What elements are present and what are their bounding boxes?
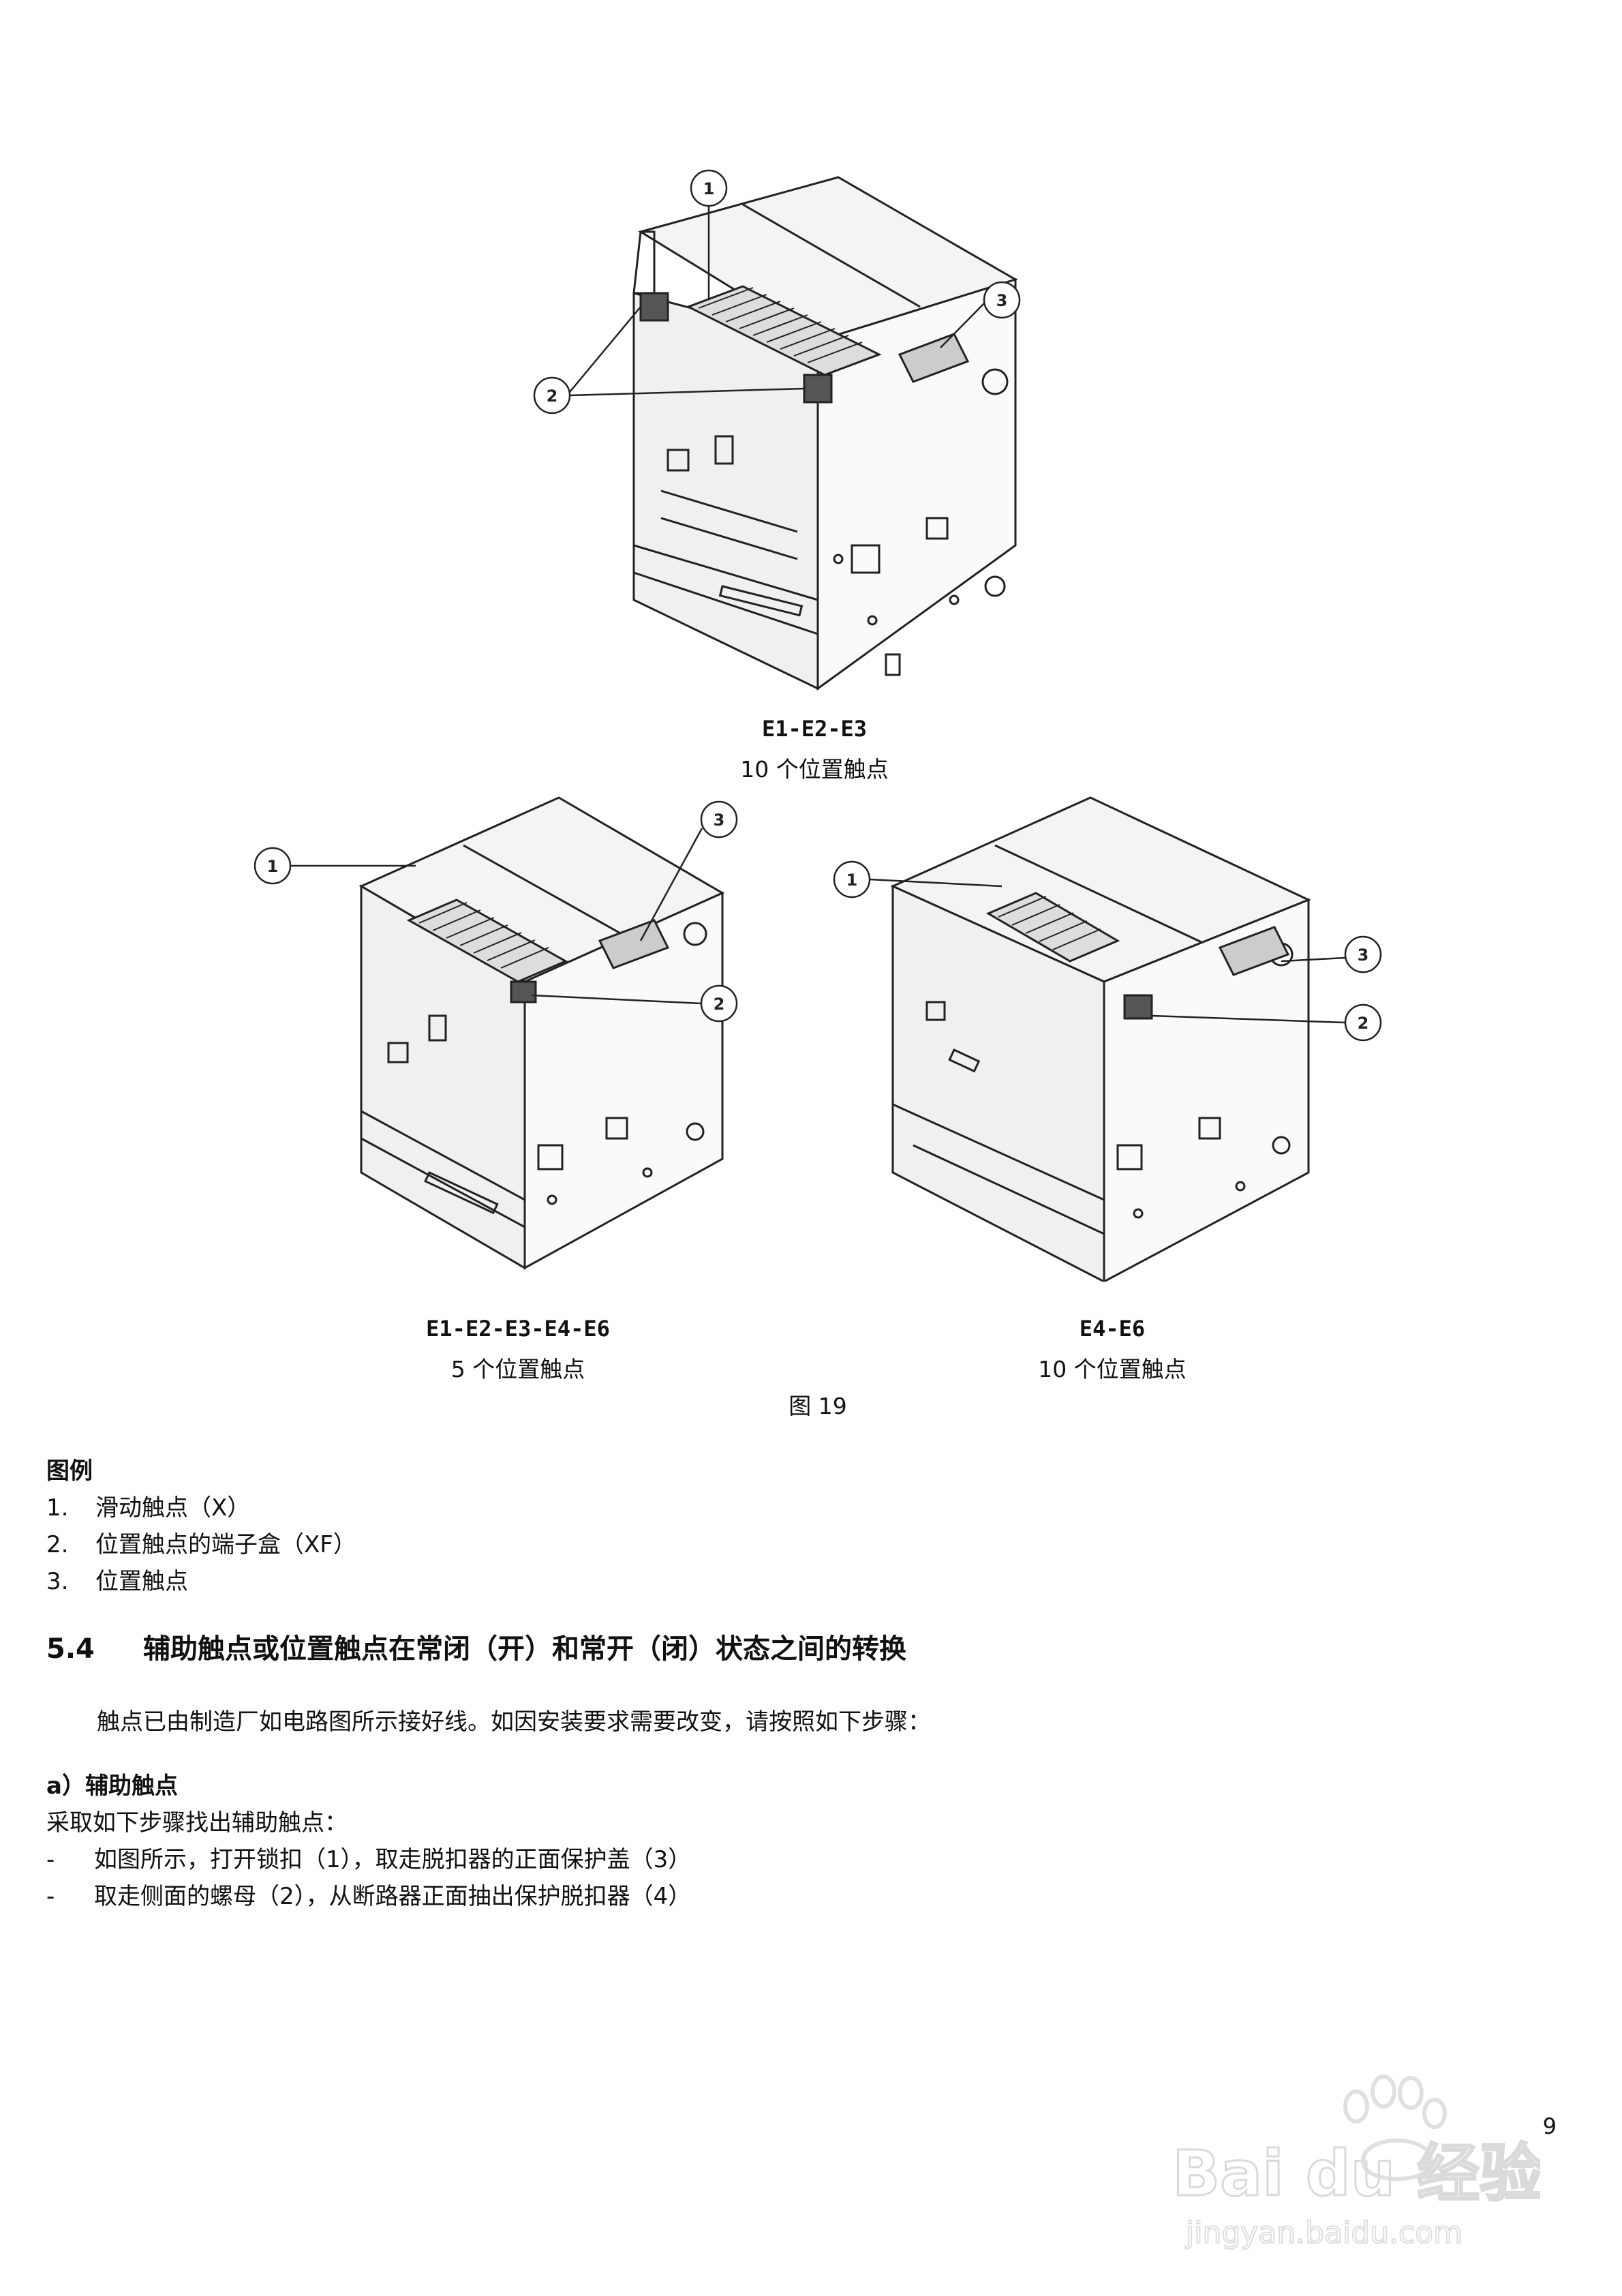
legend-item: 3.位置触点 — [46, 1568, 188, 1595]
callout-2: 2 — [547, 387, 558, 406]
caption-left-desc: 5 个位置触点 — [450, 1356, 585, 1383]
section-number: 5.4 — [46, 1633, 95, 1665]
caption-right-model: E4-E6 — [1079, 1316, 1146, 1342]
legend-item: 1.滑动触点（X） — [46, 1494, 251, 1522]
callout-1: 1 — [267, 857, 279, 876]
callout-3: 3 — [714, 811, 725, 830]
section-intro: 触点已由制造厂如电路图所示接好线。如因安装要求需要改变，请按照如下步骤： — [97, 1708, 931, 1736]
caption-left-model: E1-E2-E3-E4-E6 — [426, 1316, 610, 1342]
drawing-e1-e2-e3: 1 2 3 — [533, 169, 1021, 691]
caption-right-desc: 10 个位置触点 — [1038, 1356, 1187, 1383]
callout-3: 3 — [996, 291, 1008, 310]
drawing-e4-e6: 1 3 2 — [833, 796, 1382, 1282]
callout-1: 1 — [846, 871, 858, 890]
legend-item: 2.位置触点的端子盒（XF） — [46, 1531, 356, 1558]
subsection-lead: 采取如下步骤找出辅助触点： — [46, 1809, 348, 1837]
drawing-e1-e6: 1 3 2 — [254, 796, 738, 1270]
section-heading: 5.4 辅助触点或位置触点在常闭（开）和常开（闭）状态之间的转换 — [46, 1627, 906, 1666]
callout-2: 2 — [1358, 1014, 1369, 1033]
baidu-jingyan-watermark: Bai du 经验 jingyan.baidu.com — [1172, 2074, 1540, 2251]
watermark-brand: Bai du 经验 — [1172, 2137, 1540, 2210]
callout-2: 2 — [714, 995, 725, 1014]
caption-top-model: E1-E2-E3 — [761, 716, 868, 742]
caption-top-desc: 10 个位置触点 — [740, 756, 889, 783]
legend-title: 图例 — [46, 1457, 93, 1485]
page-number: 9 — [1542, 2113, 1557, 2139]
list-item: -取走侧面的螺母（2），从断路器正面抽出保护脱扣器（4） — [46, 1883, 692, 1910]
figure-label: 图 19 — [789, 1393, 847, 1419]
callout-1: 1 — [703, 179, 715, 198]
list-item: -如图所示，打开锁扣（1），取走脱扣器的正面保护盖（3） — [46, 1846, 692, 1873]
subsection-heading: a）辅助触点 — [46, 1772, 178, 1800]
section-title-text: 辅助触点或位置触点在常闭（开）和常开（闭）状态之间的转换 — [143, 1633, 906, 1665]
watermark-url: jingyan.baidu.com — [1185, 2216, 1463, 2250]
callout-3: 3 — [1358, 946, 1369, 965]
